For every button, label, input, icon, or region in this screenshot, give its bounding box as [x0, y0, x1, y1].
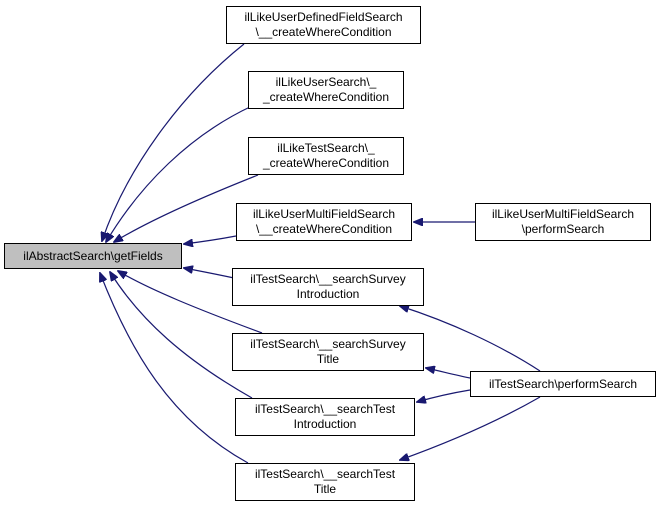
node-label: ilLikeTestSearch\_	[277, 141, 375, 155]
node-label: \performSearch	[521, 222, 605, 236]
node-label: Introduction	[296, 287, 360, 301]
node-label: ilTestSearch\__searchTest	[254, 467, 396, 481]
node-label: ilTestSearch\performSearch	[488, 376, 638, 391]
edge-test-test-intro-to-get-fields	[110, 272, 253, 399]
node-label: ilTestSearch\__searchSurvey	[250, 272, 406, 286]
node-test-search-survey-introduction[interactable]: ilTestSearch\__searchSurvey Introduction	[232, 268, 424, 306]
edge-test-perform-to-test-survey-title	[426, 368, 471, 379]
edge-test-test-title-to-get-fields	[100, 273, 249, 464]
node-like-test-search-create-where[interactable]: ilLikeTestSearch\_ _createWhereCondition	[248, 137, 404, 175]
node-test-search-test-title[interactable]: ilTestSearch\__searchTest Title	[235, 463, 415, 501]
node-label: ilLikeUserMultiFieldSearch	[491, 207, 635, 221]
node-label: ilAbstractSearch\getFields	[23, 248, 163, 263]
node-label: \__createWhereCondition	[255, 25, 392, 39]
edge-test-perform-to-test-test-intro	[417, 389, 471, 402]
node-label: ilTestSearch\__searchTest	[254, 402, 396, 416]
node-like-user-defined-field-search-create-where[interactable]: ilLikeUserDefinedFieldSearch \__createWh…	[226, 6, 421, 44]
edge-like-multi-where-to-get-fields	[184, 235, 237, 244]
node-label: Title	[316, 352, 340, 366]
edge-test-perform-to-test-survey-intro	[400, 306, 541, 372]
node-label: Introduction	[293, 417, 357, 431]
node-label: Title	[313, 482, 337, 496]
node-label: ilLikeUserMultiFieldSearch	[252, 207, 396, 221]
node-label: ilLikeUserSearch\_	[275, 75, 377, 89]
edge-test-perform-to-test-test-title	[400, 396, 541, 460]
node-label: ilLikeUserDefinedFieldSearch	[244, 10, 403, 24]
node-like-user-multi-field-search-create-where[interactable]: ilLikeUserMultiFieldSearch \__createWher…	[236, 203, 412, 241]
edge-like-user-where-to-get-fields	[106, 105, 253, 242]
edge-like-test-where-to-get-fields	[114, 174, 259, 242]
edge-test-survey-title-to-get-fields	[118, 271, 263, 334]
node-label: \__createWhereCondition	[255, 222, 393, 236]
edge-test-survey-intro-to-get-fields	[184, 268, 235, 279]
node-label: _createWhereCondition	[262, 90, 390, 104]
node-test-search-survey-title[interactable]: ilTestSearch\__searchSurvey Title	[232, 333, 424, 371]
node-like-user-multi-field-search-perform[interactable]: ilLikeUserMultiFieldSearch \performSearc…	[475, 203, 651, 241]
node-test-search-test-introduction[interactable]: ilTestSearch\__searchTest Introduction	[235, 398, 415, 436]
node-label: ilTestSearch\__searchSurvey	[250, 337, 406, 351]
node-label: _createWhereCondition	[262, 156, 390, 170]
node-get-fields: ilAbstractSearch\getFields	[4, 243, 182, 269]
node-test-search-perform[interactable]: ilTestSearch\performSearch	[470, 371, 656, 397]
node-like-user-search-create-where[interactable]: ilLikeUserSearch\_ _createWhereCondition	[248, 71, 404, 109]
edge-like-udf-where-to-get-fields	[102, 43, 245, 241]
